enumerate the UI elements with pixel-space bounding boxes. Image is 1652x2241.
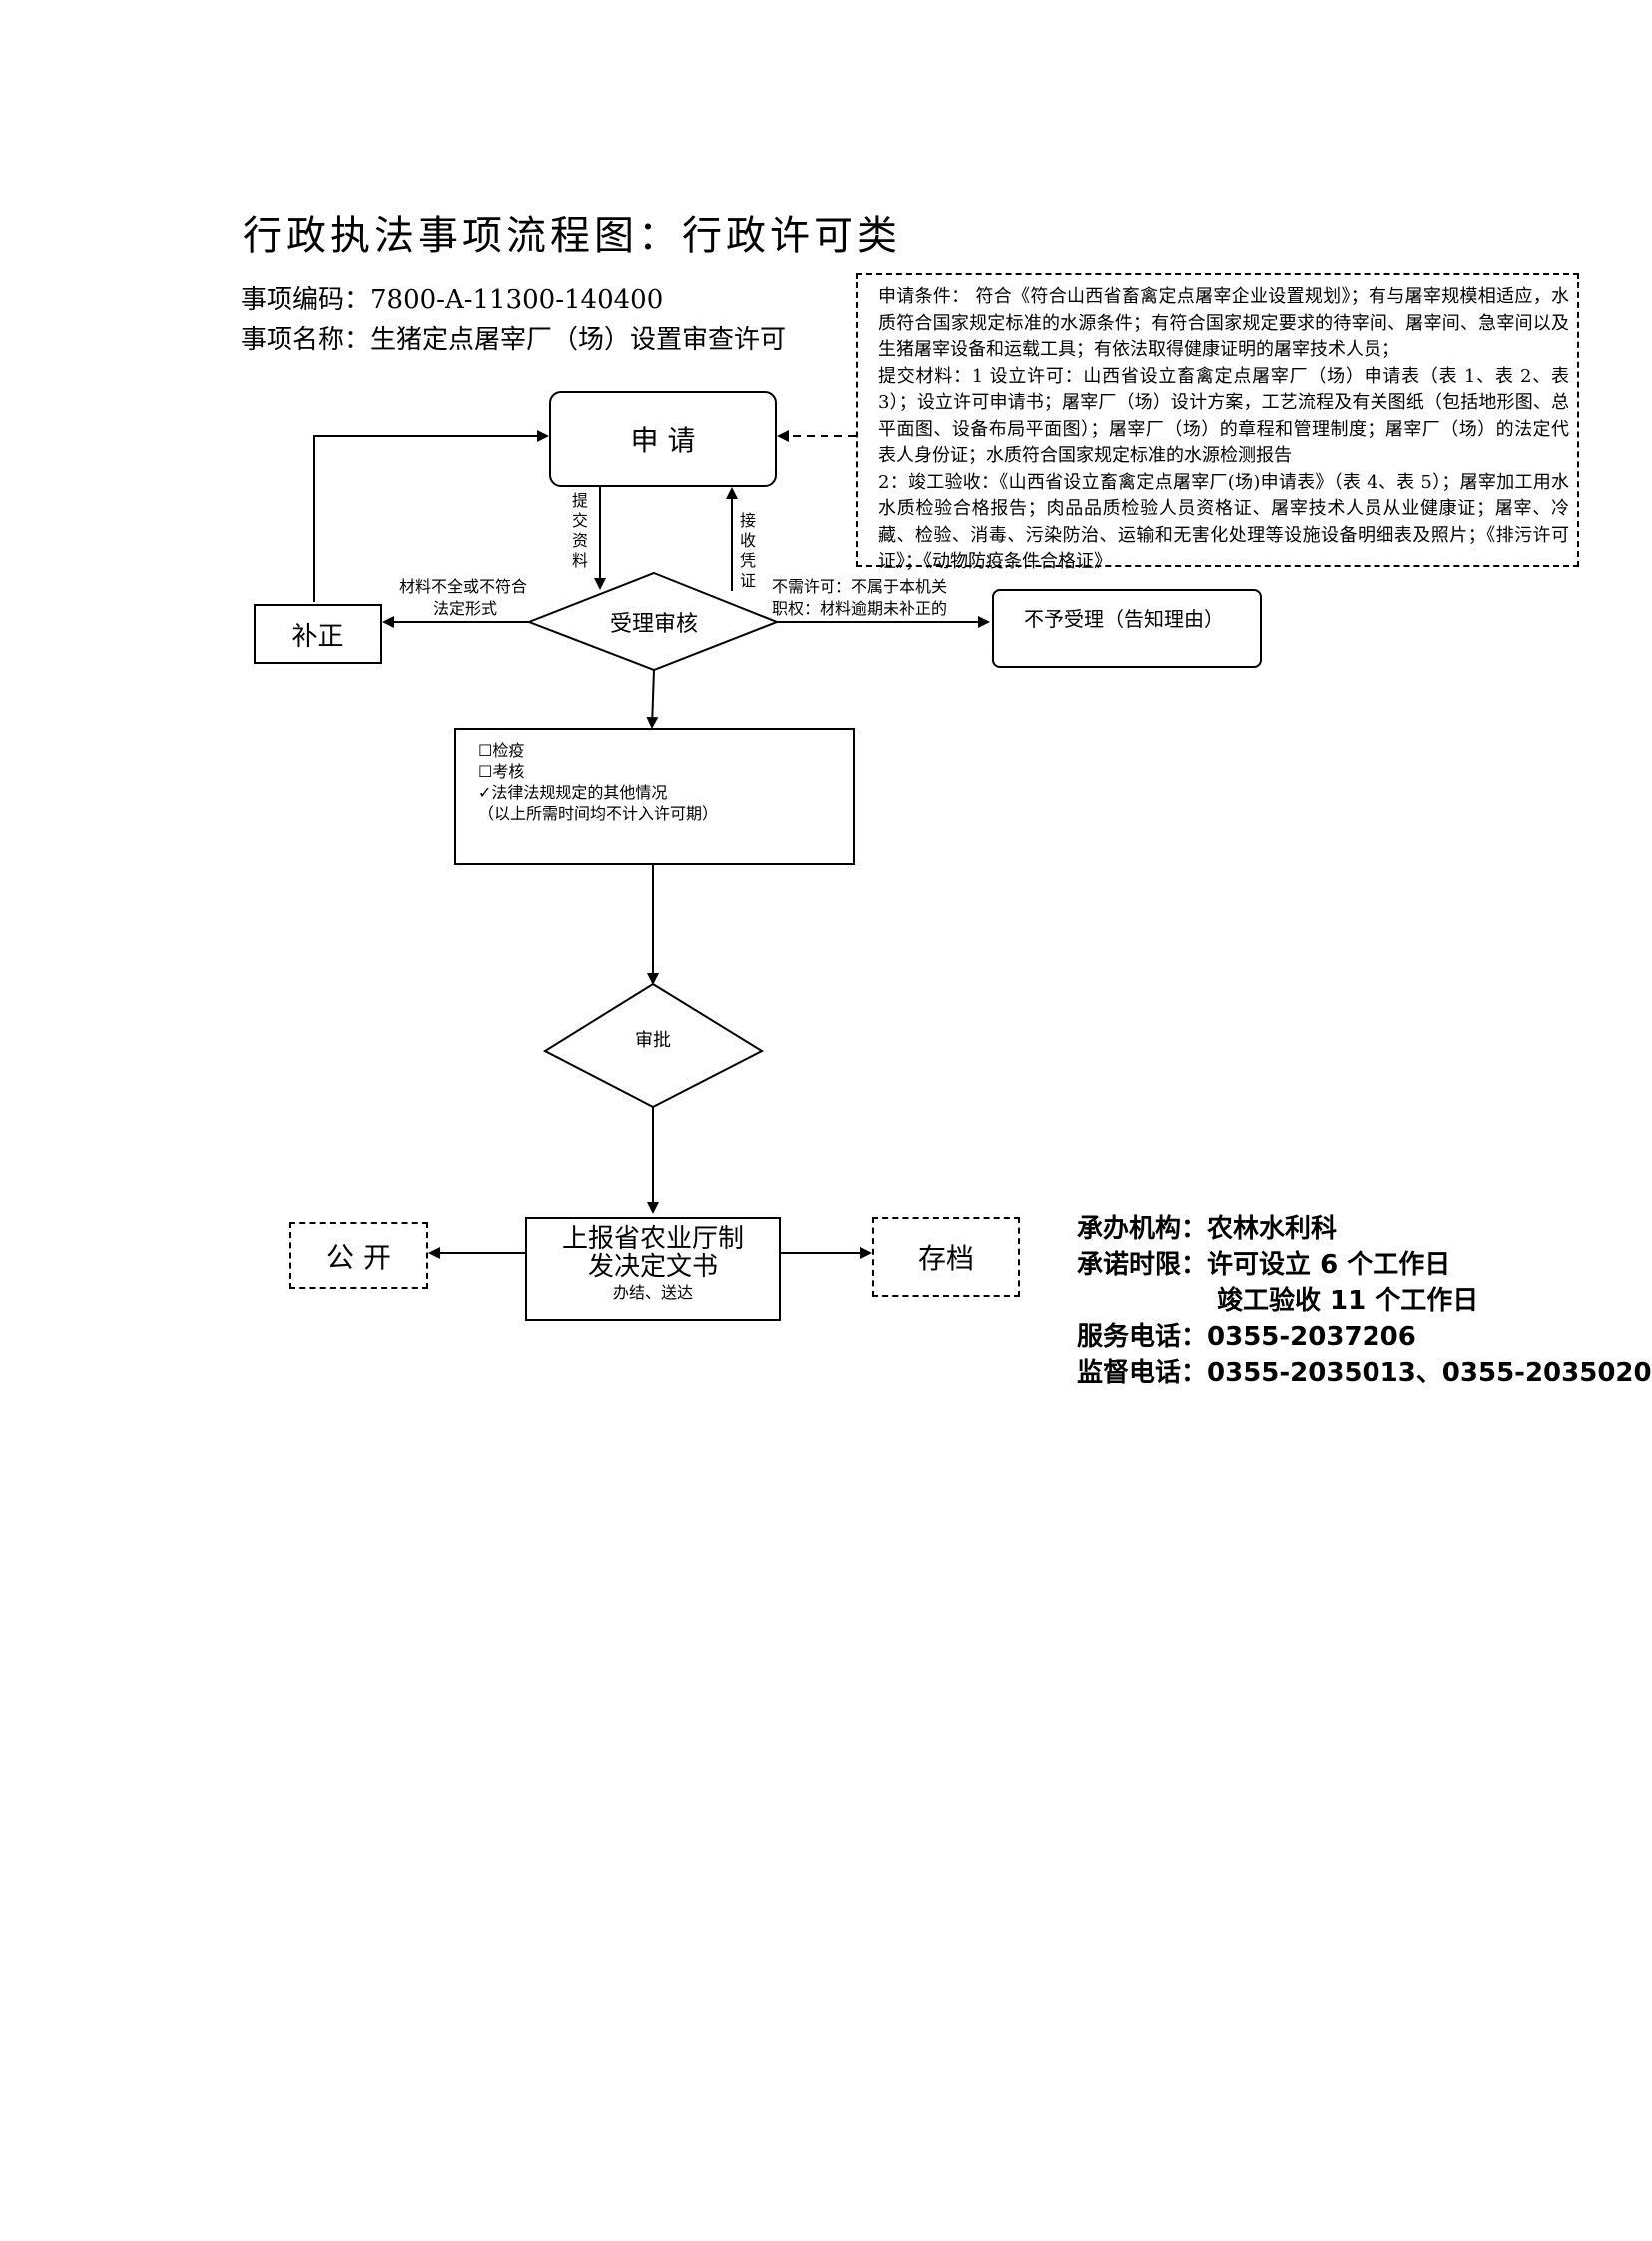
conditions-apply: 申请条件： 符合《符合山西省畜禽定点屠宰企业设置规划》；有与屠宰规模相适应，水质… — [878, 286, 1569, 360]
receipt-label: 接收凭证 — [739, 511, 756, 590]
check-assessment: ☐考核 — [478, 762, 525, 781]
flow-connectors — [313, 430, 990, 1259]
incomplete-label-1: 材料不全或不符合 — [399, 577, 528, 596]
conditions-materials: 提交材料：1 设立许可：山西省设立畜禽定点屠宰厂（场）申请表（表 1、表 2、表… — [878, 365, 1569, 467]
submit-label: 提交资料 — [571, 491, 588, 570]
time-value-1: 许可设立 6 个工作日 — [1207, 1250, 1451, 1280]
correct-node: 补正 — [254, 604, 382, 664]
service-value: 0355-2037206 — [1207, 1322, 1416, 1352]
time-info-2: 竣工验收 11 个工作日 — [1217, 1280, 1478, 1317]
reject-node: 不予受理（告知理由） — [992, 589, 1262, 668]
archive-node: 存档 — [872, 1217, 1020, 1297]
review-node-label: 受理审核 — [609, 612, 698, 637]
service-info: 服务电话：0355-2037206 — [1077, 1316, 1416, 1353]
apply-node: 申 请 — [549, 391, 777, 487]
reject-node-label: 不予受理（告知理由） — [1024, 607, 1224, 631]
supervise-key: 监督电话： — [1077, 1358, 1208, 1388]
decision-line-2: 发决定文书 — [587, 1252, 718, 1282]
reject-label-1: 不需许可：不属于本机关 — [772, 577, 948, 596]
item-name: 事项名称：生猪定点屠宰厂（场）设置审查许可 — [241, 325, 787, 355]
decision-node: 上报省农业厅制 发决定文书 办结、送达 — [525, 1217, 781, 1321]
org-info: 承办机构：农林水利科 — [1077, 1208, 1337, 1245]
time-value-2: 竣工验收 11 个工作日 — [1217, 1286, 1479, 1316]
check-quarantine: ☐检疫 — [478, 741, 525, 760]
check-note: （以上所需时间均不计入许可期） — [478, 804, 719, 823]
org-value: 农林水利科 — [1207, 1214, 1338, 1244]
conditions-box: 申请条件： 符合《符合山西省畜禽定点屠宰企业设置规划》；有与屠宰规模相适应，水质… — [856, 273, 1579, 572]
decision-line-1: 上报省农业厅制 — [561, 1224, 744, 1254]
item-code: 事项编码：7800-A-11300-140400 — [241, 285, 664, 315]
reject-label-2: 职权：材料逾期未补正的 — [772, 599, 948, 618]
review-to-checks-arrow — [646, 669, 659, 729]
incomplete-label-2: 法定形式 — [433, 599, 498, 618]
approve-node-label: 审批 — [635, 1030, 671, 1051]
time-key: 承诺时限： — [1077, 1250, 1208, 1280]
page-title: 行政执法事项流程图：行政许可类 — [243, 213, 901, 259]
conditions-completion: 2：竣工验收：《山西省设立畜禽定点屠宰厂(场)申请表》（表 4、表 5）；屠宰加… — [878, 471, 1569, 573]
time-info: 承诺时限：许可设立 6 个工作日 — [1077, 1244, 1450, 1281]
org-key: 承办机构： — [1077, 1214, 1208, 1244]
correct-return-arrow — [313, 430, 549, 602]
checks-box: ☐检疫 ☐考核 ✓法律法规规定的其他情况 （以上所需时间均不计入许可期） — [454, 728, 855, 865]
supervise-value: 0355-2035013、0355-2035020 — [1207, 1358, 1652, 1388]
decision-line-3: 办结、送达 — [612, 1283, 693, 1302]
check-other: ✓法律法规规定的其他情况 — [478, 783, 668, 802]
publish-node: 公 开 — [289, 1222, 428, 1289]
service-key: 服务电话： — [1077, 1322, 1208, 1352]
supervise-info: 监督电话：0355-2035013、0355-2035020 — [1077, 1352, 1652, 1389]
